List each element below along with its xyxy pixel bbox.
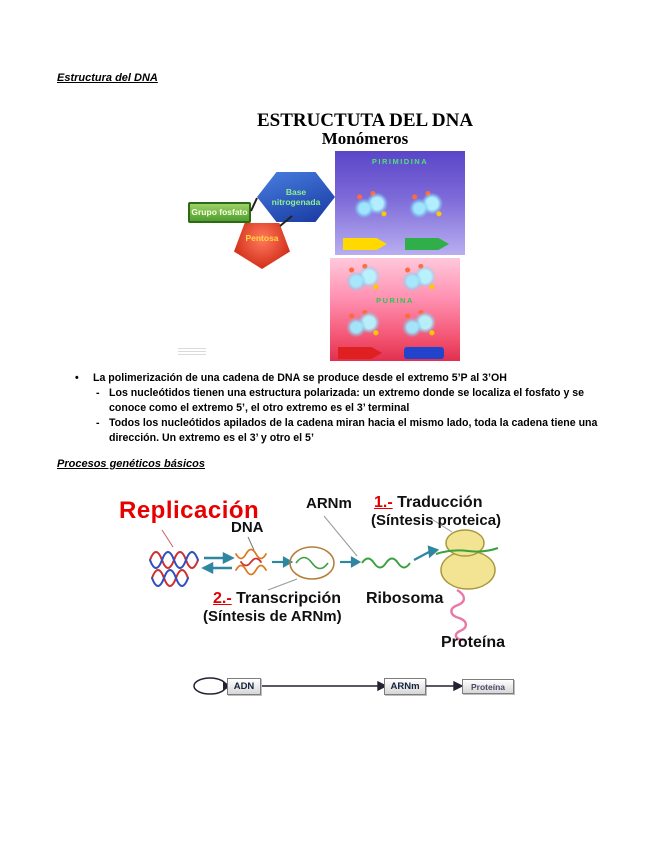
monomer-connector-lines (250, 197, 293, 227)
step2-title: Transcripción (231, 590, 342, 607)
list-item-text: Los nucleótidos tienen una estructura po… (109, 387, 585, 414)
flow-box-arnm-label: ARNm (390, 681, 420, 692)
label-sintesis-arnm: (Síntesis de ARNm) (203, 608, 342, 625)
flow-arrow-icon (262, 680, 464, 692)
purine-molecule-icon (400, 264, 438, 294)
purine-molecule-icon (344, 264, 382, 294)
grupo-fosfato-shape: Grupo fosfato (188, 202, 251, 223)
pentosa-label: Pentosa (245, 233, 279, 243)
bullet-marker: • (75, 372, 79, 384)
label-traduccion: 1.- Traducción (374, 494, 482, 512)
dash-marker: - (96, 387, 100, 399)
figure1-subtitle: Monómeros (321, 129, 409, 148)
dash-marker: - (96, 417, 100, 429)
list-item-text: La polimerización de una cadena de DNA s… (93, 372, 507, 384)
purine-molecule-icon (344, 310, 382, 340)
purine-molecule-icon (400, 310, 438, 340)
red-arrow-banner-icon (338, 347, 382, 359)
list-item: • La polimerización de una cadena de DNA… (75, 371, 617, 386)
replication-loop-icon (193, 677, 231, 695)
arrow-icon (272, 556, 294, 568)
arrow-icon (340, 556, 362, 568)
list-item-text: Todos los nucleótidos apilados de la cad… (109, 417, 598, 444)
protein-chain-icon (450, 588, 468, 642)
green-arrow-banner-icon (405, 238, 449, 250)
base-nitrogenada-label: Base nitrogenada (271, 187, 321, 207)
pyrimidine-label: PIRIMIDINA (371, 157, 429, 166)
label-arnm: ARNm (306, 495, 352, 512)
blue-banner-icon (404, 347, 444, 359)
step1-number: 1.- (374, 494, 393, 511)
arrow-icon (413, 545, 440, 561)
step1-title: Traducción (392, 494, 483, 511)
figure-credit-mark (178, 348, 206, 356)
bullet-list: • La polimerización de una cadena de DNA… (75, 371, 617, 446)
label-transcripcion: 2.- Transcripción (213, 590, 341, 608)
grupo-fosfato-label: Grupo fosfato (191, 207, 248, 217)
pyrimidine-molecule-icon (407, 191, 445, 221)
dna-helix-icon (149, 551, 199, 587)
flow-box-adn-label: ADN (233, 681, 255, 692)
replication-fork-icon (235, 548, 267, 576)
flow-box-adn: ADN (227, 678, 261, 695)
label-replicacion: Replicación (119, 497, 260, 524)
list-item: - Los nucleótidos tienen una estructura … (96, 386, 617, 416)
pyrimidine-molecule-icon (352, 191, 390, 221)
label-proteina: Proteína (441, 634, 506, 651)
purine-panel: PURINA (330, 258, 460, 361)
flow-box-proteina: Proteína (462, 679, 514, 694)
figure1-title: ESTRUCTUTA DEL DNA (256, 110, 474, 131)
step2-number: 2.- (213, 590, 232, 607)
label-sintesis-proteica: (Síntesis proteica) (371, 512, 502, 529)
mrna-strand-icon (361, 557, 411, 569)
section-title-estructura: Estructura del DNA (57, 72, 158, 84)
double-arrow-icon (201, 551, 235, 575)
purine-label: PURINA (376, 296, 414, 305)
label-ribosoma: Ribosoma (366, 590, 444, 607)
transcription-bubble-icon (289, 546, 335, 580)
ribosome-icon (435, 529, 499, 590)
flow-box-arnm: ARNm (384, 678, 426, 695)
label-dna: DNA (231, 519, 264, 536)
list-item: - Todos los nucleótidos apilados de la c… (96, 416, 617, 446)
section-title-procesos: Procesos genéticos básicos (57, 458, 205, 470)
yellow-arrow-banner-icon (343, 238, 387, 250)
pyrimidine-panel: PIRIMIDINA (335, 151, 465, 255)
flow-box-proteina-label: Proteína (470, 681, 505, 692)
